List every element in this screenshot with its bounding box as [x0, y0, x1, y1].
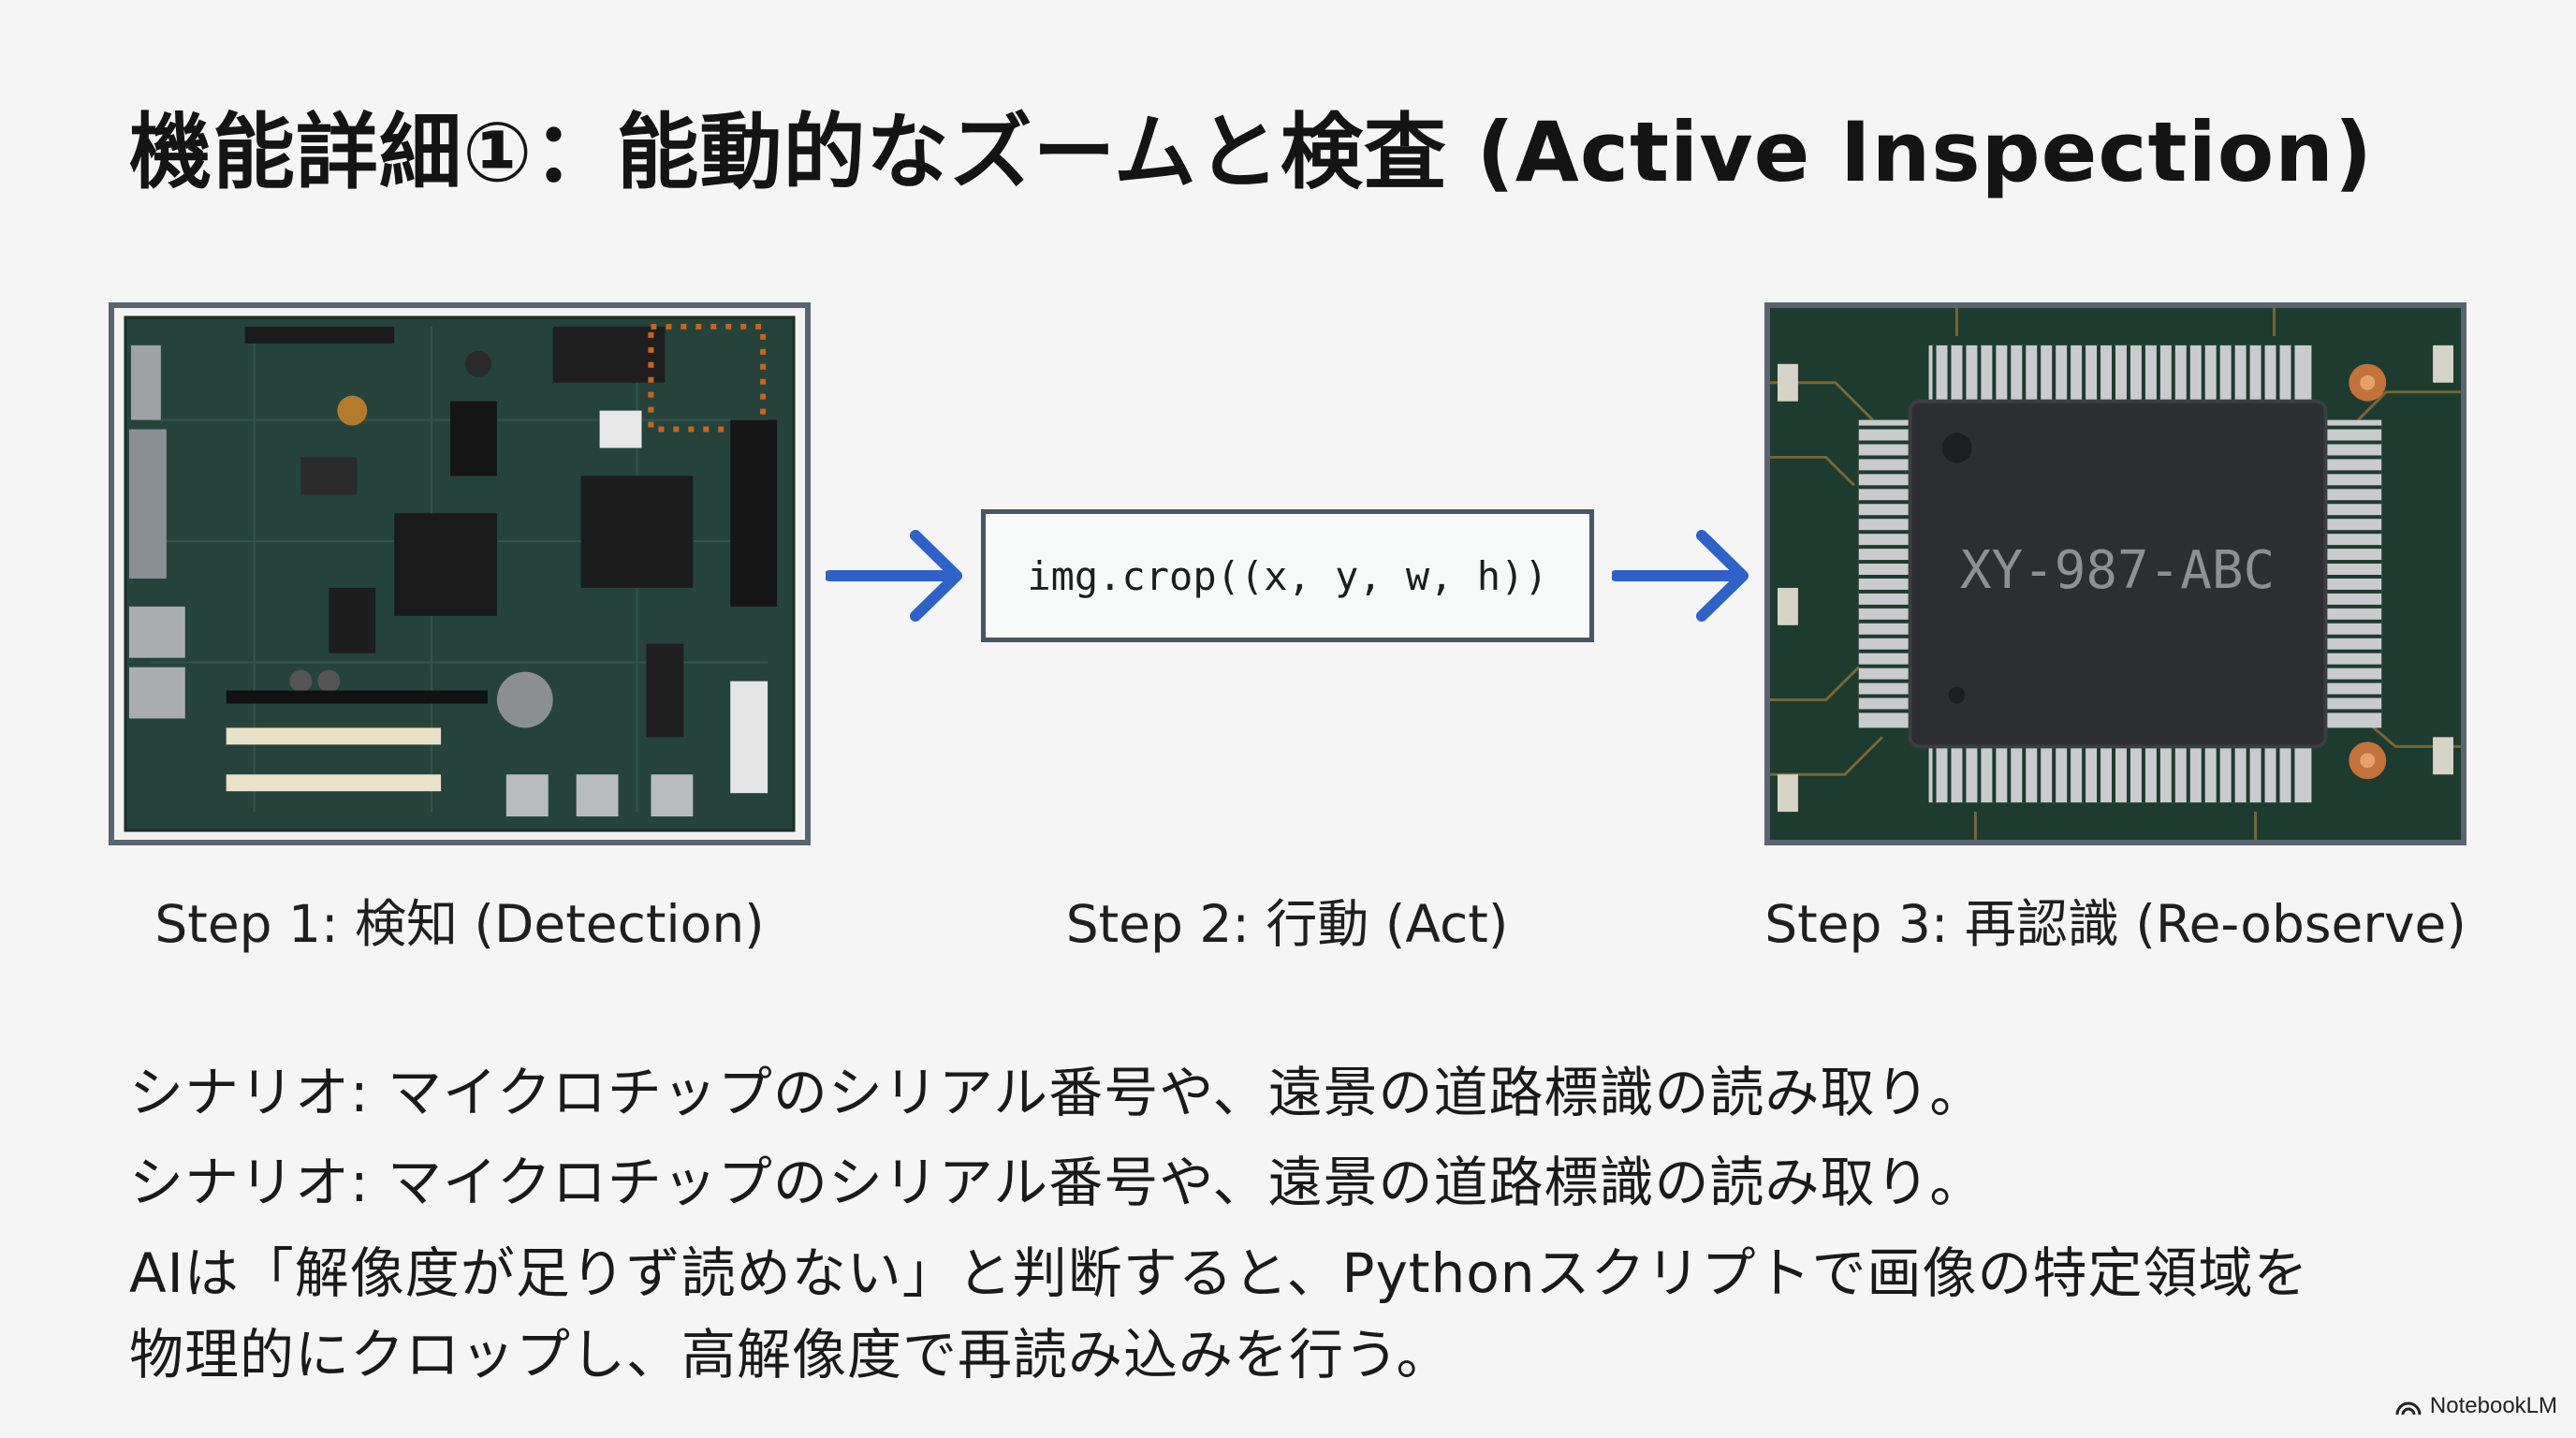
code-snippet: img.crop((x, y, w, h))	[981, 509, 1594, 642]
notebooklm-logo-icon	[2395, 1401, 2422, 1416]
circuit-board-image	[109, 302, 811, 845]
scenario-line: シナリオ: マイクロチップのシリアル番号や、遠景の道路標識の読み取り。	[129, 1061, 1985, 1124]
brand-watermark: NotebookLM	[2394, 1393, 2557, 1419]
description-line-1: AIは「解像度が足りず読めない」と判断すると、Pythonスクリプトで画像の特定…	[129, 1241, 2309, 1305]
slide-title: 機能詳細①：能動的なズームと検査 (Active Inspection)	[129, 104, 2374, 200]
step-3-caption: Step 3: 再認識 (Re-observe)	[1764, 894, 2466, 954]
step-2-caption: Step 2: 行動 (Act)	[1065, 894, 1509, 954]
chip-marking: XY-987-ABC	[1960, 540, 2275, 601]
zoomed-chip-image: XY-987-ABC	[1764, 302, 2466, 845]
brand-name: NotebookLM	[2429, 1393, 2557, 1418]
arrow-right-icon	[1612, 530, 1749, 622]
arrow-right-icon	[826, 530, 962, 622]
description-line-2: 物理的にクロップし、高解像度で再読み込みを行う。	[129, 1323, 1452, 1387]
scenario-line-repeat: シナリオ: マイクロチップのシリアル番号や、遠景の道路標識の読み取り。	[129, 1151, 1985, 1214]
step-1-caption: Step 1: 検知 (Detection)	[154, 894, 765, 954]
code-text: img.crop((x, y, w, h))	[1027, 552, 1548, 599]
